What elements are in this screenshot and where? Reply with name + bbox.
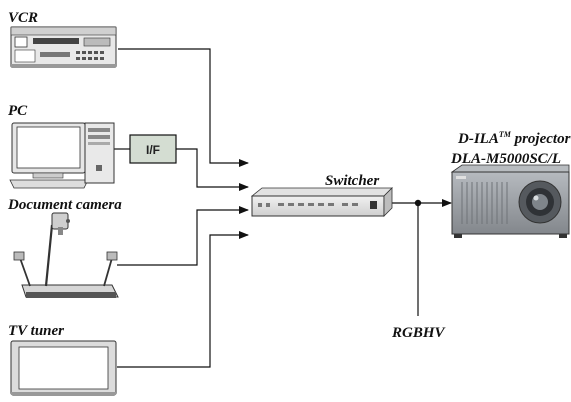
- projector-label-line2: DLA-M5000SC/L: [450, 151, 561, 167]
- interface-box-icon: [129, 134, 177, 164]
- signal-label: RGBHV: [391, 325, 447, 341]
- vcr-label: VCR: [8, 10, 38, 26]
- tv-tuner-label: TV tuner: [8, 323, 64, 339]
- pc-label: PC: [8, 103, 28, 119]
- document-camera-icon: [13, 212, 119, 298]
- interface-label: I/F: [146, 143, 160, 157]
- projector-icon: [450, 164, 570, 238]
- interface-wire: [176, 148, 249, 191]
- switcher-label: Switcher: [325, 173, 379, 189]
- vcr-icon: [10, 26, 117, 68]
- document-camera-label: Document camera: [7, 197, 122, 213]
- document-camera-wire: [117, 206, 249, 266]
- interface-box: I/F: [129, 134, 177, 164]
- projector-label-line1: D-ILATM projector: [457, 130, 571, 147]
- vcr-wire: [118, 48, 249, 167]
- pc-icon: [9, 122, 115, 189]
- tv-tuner-icon: [10, 340, 117, 396]
- junction-dot: [414, 199, 422, 207]
- wires: [114, 48, 452, 368]
- switcher-icon: [250, 187, 393, 217]
- tv-tuner-wire: [117, 231, 249, 368]
